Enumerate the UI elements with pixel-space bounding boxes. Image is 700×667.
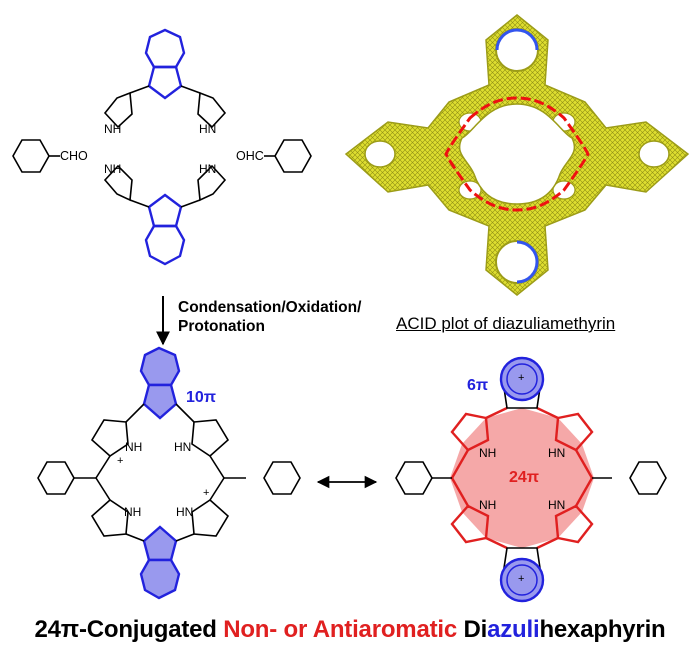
antiaromatic-core [395,406,667,550]
aldehyde-right-label: OHC [236,149,264,163]
starting-azulene-top [103,28,227,129]
title-part-4: azuli [487,616,540,643]
conditions-line-2: Protonation [178,318,265,335]
hn-label-1: HN [199,122,217,136]
twenty-four-pi-label: 24π [509,469,540,486]
title-part-3: Di [457,616,488,643]
title-part-2: Non- or Antiaromatic [223,616,458,643]
title-part-5: hexaphyrin [539,616,666,643]
starting-azulene-bottom [103,164,227,266]
acid-caption: ACID plot of diazuliamethyrin [396,314,616,333]
conditions-line-1: Condensation/Oxidation/ [178,299,362,316]
azulene-top-right-product [499,356,545,409]
azulene-bottom-left-product [139,525,181,600]
hn-label-5: HN [548,446,566,460]
figure-title: 24π-Conjugated Non- or Antiaromatic Diaz… [0,616,700,644]
acid-plot-image [344,14,690,296]
aldehyde-left-label: CHO [60,149,88,163]
plus-charge-4: + [518,573,525,585]
azulene-bottom-right-product [499,547,545,603]
nh-label-2: NH [104,162,122,176]
nh-label-4: NH [124,505,142,519]
hn-label-6: HN [548,498,566,512]
ten-pi-label: 10π [186,389,217,406]
plus-charge-3: + [518,372,525,384]
hn-label-2: HN [199,162,217,176]
nh-label-1: NH [104,122,122,136]
hn-label-3: HN [174,440,192,454]
six-pi-label: 6π [467,377,489,394]
benzaldehyde-right [264,139,312,173]
plus-charge-2: + [203,487,210,499]
conditions-text: Condensation/Oxidation/ Protonation [178,298,361,336]
benzaldehyde-left [12,139,60,173]
n-plus-label-2: HN [176,505,194,519]
macrocycle-left-frame [37,403,301,542]
azulene-top-left-product [139,346,181,420]
title-part-1: 24π-Conjugated [34,616,224,643]
nh-label-6: NH [479,498,497,512]
n-plus-label-1: NH [125,440,143,454]
plus-charge-1: + [117,455,124,467]
nh-label-5: NH [479,446,497,460]
